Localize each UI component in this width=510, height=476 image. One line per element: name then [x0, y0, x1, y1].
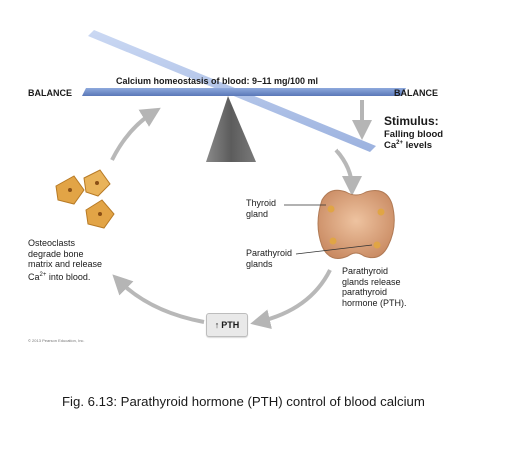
parathyroid-release-text: Parathyroid glands release parathyroid h… [342, 266, 407, 308]
parathyroid-label: Parathyroid glands [246, 248, 293, 269]
arrow-to-thyroid [334, 148, 362, 196]
balance-label-right: BALANCE [394, 88, 438, 98]
stimulus-title: Stimulus: [384, 114, 439, 128]
arrow-to-pth [250, 269, 332, 330]
osteoclast-text: Osteoclasts degrade bone matrix and rele… [28, 238, 103, 282]
parathyroid-pointer [295, 244, 373, 255]
thyroid-label: Thyroid gland [246, 198, 277, 219]
pth-label: PTH [221, 320, 240, 330]
pth-box: ↑ PTH [206, 313, 248, 337]
pth-up-arrow: ↑ [214, 320, 220, 330]
stimulus-line1: Falling blood [384, 129, 444, 140]
osteoclast-illustration [55, 169, 115, 229]
arrow-to-balance [110, 107, 161, 161]
thyroid-gland-illustration [317, 189, 395, 259]
balance-bar [82, 88, 406, 96]
figure-caption: Fig. 6.13: Parathyroid hormone (PTH) con… [62, 394, 425, 409]
balance-label-left: BALANCE [28, 88, 72, 98]
arrow-to-osteoclasts [112, 274, 205, 324]
stimulus-line2: Ca2+ levels [384, 140, 433, 151]
copyright-note: © 2013 Pearson Education, Inc. [28, 338, 85, 343]
homeostasis-label: Calcium homeostasis of blood: 9–11 mg/10… [116, 76, 319, 86]
fulcrum [206, 96, 256, 162]
